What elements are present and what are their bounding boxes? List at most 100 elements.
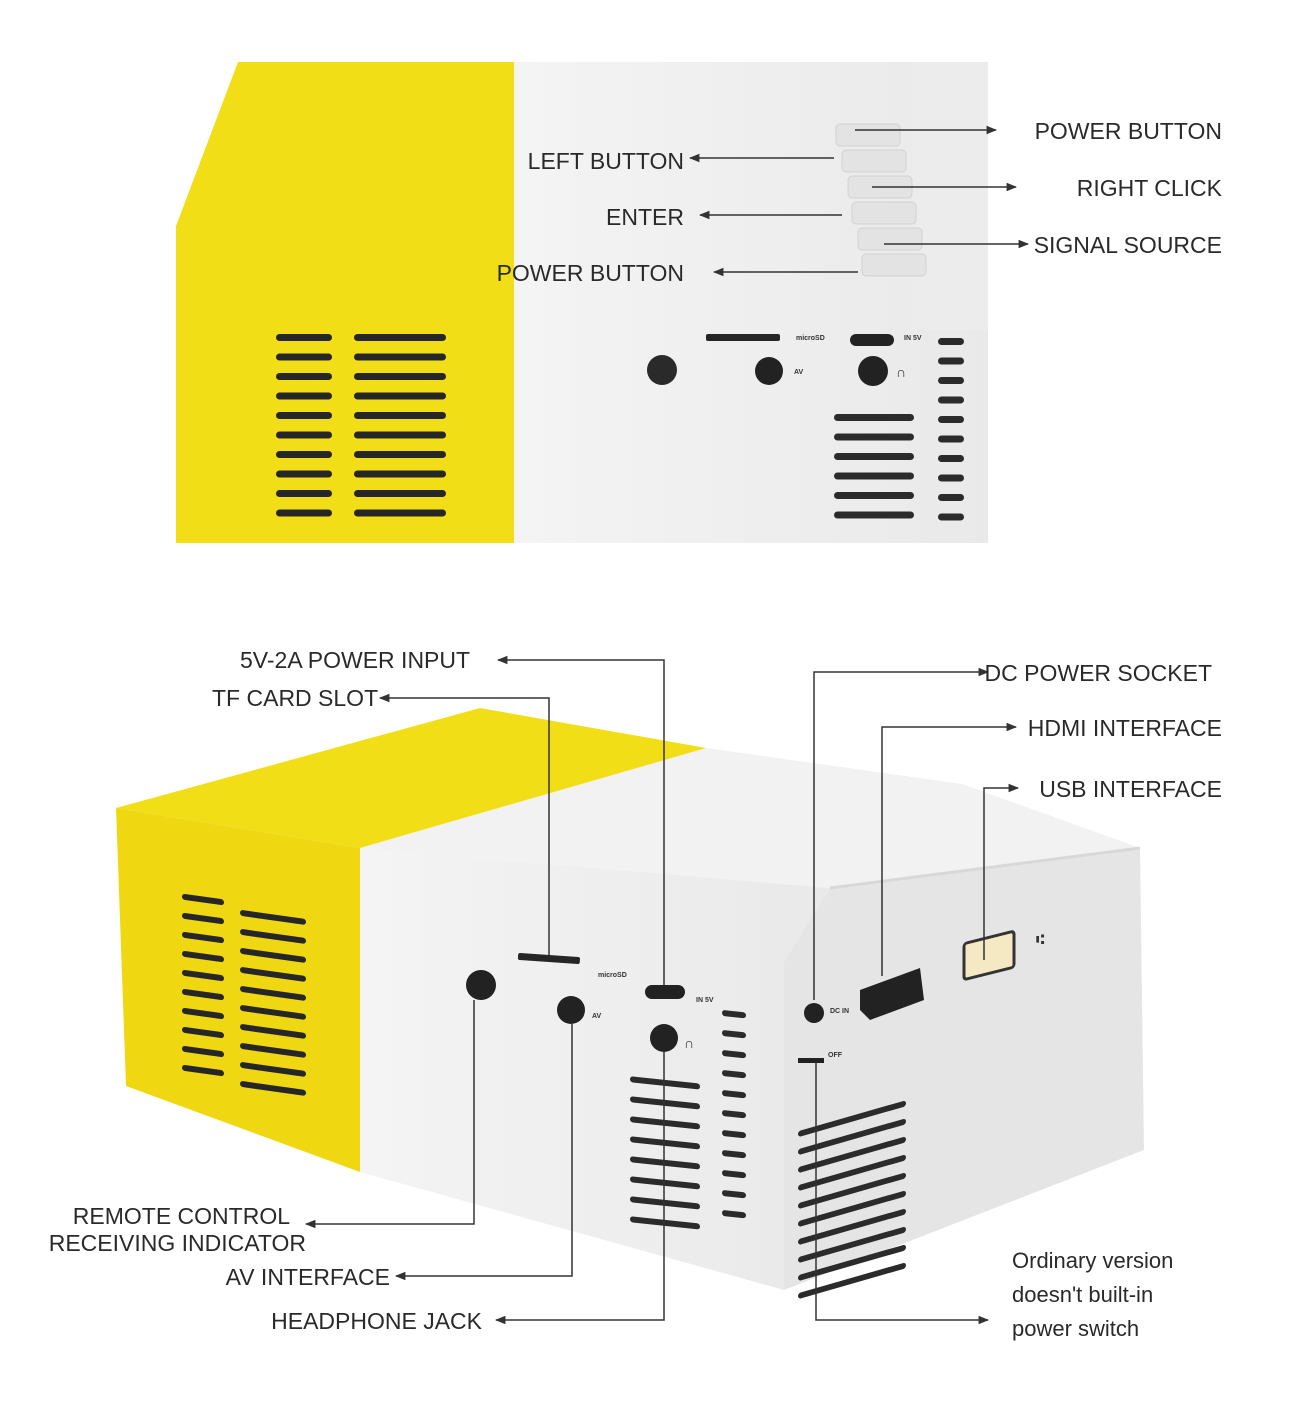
- label-av-interface: AV INTERFACE: [226, 1264, 390, 1290]
- vent-slot: [240, 910, 306, 925]
- label-headphone-jack: HEADPHONE JACK: [271, 1308, 483, 1334]
- vent-slot: [722, 1070, 746, 1079]
- vent-slot: [938, 455, 964, 462]
- label-signal-source: SIGNAL SOURCE: [1034, 232, 1222, 258]
- vent-slot: [722, 1090, 746, 1099]
- vent-slot: [354, 509, 446, 517]
- vent-slot: [834, 433, 914, 441]
- vent-slot: [938, 494, 964, 501]
- av-mark: AV: [592, 1013, 602, 1020]
- vent-slot: [276, 353, 332, 361]
- top-white-vents: [834, 338, 964, 521]
- microsd-slot: [517, 952, 580, 965]
- vent-slot: [276, 490, 332, 497]
- note-line1: Ordinary version: [1012, 1248, 1173, 1273]
- hdmi-port: [860, 968, 924, 1020]
- dc-in-mark: DC IN: [830, 1008, 849, 1015]
- vent-slot: [798, 1208, 906, 1245]
- vent-slot: [276, 470, 332, 478]
- bottom-top-surface-yellow: [116, 708, 706, 848]
- note-line2: doesn't built-in: [1012, 1282, 1153, 1307]
- vent-slot: [834, 472, 914, 480]
- vent-slot: [722, 1130, 746, 1139]
- vent-slot: [276, 373, 332, 380]
- vent-slot: [834, 511, 914, 519]
- in5v-mark: IN 5V: [696, 997, 714, 1004]
- vent-slot: [834, 492, 914, 499]
- vent-slot: [798, 1118, 906, 1155]
- vent-slot: [722, 1050, 746, 1059]
- vent-slot: [798, 1100, 906, 1137]
- vent-slot: [354, 392, 446, 400]
- label-remote-line1: REMOTE CONTROL: [73, 1203, 290, 1229]
- microsd-mark: microSD: [598, 972, 627, 979]
- top-projector-view: microSD AV IN 5V ∩: [176, 62, 988, 543]
- vent-slot: [354, 353, 446, 361]
- av-port: [557, 996, 585, 1024]
- vent-slot: [630, 1216, 700, 1230]
- bottom-front-vents: [630, 1010, 746, 1230]
- vent-slot: [182, 893, 224, 906]
- vent-slot: [798, 1190, 906, 1227]
- top-in5v-mark: IN 5V: [904, 335, 922, 342]
- vent-slot: [630, 1096, 700, 1110]
- vent-slot: [798, 1244, 906, 1281]
- vent-slot: [240, 1005, 306, 1020]
- label-right-click: RIGHT CLICK: [1077, 175, 1223, 201]
- top-leader-lines: [688, 125, 1030, 277]
- vent-slot: [354, 470, 446, 478]
- vent-slot: [938, 396, 964, 404]
- bottom-yellow-vents: [182, 893, 306, 1096]
- vent-slot: [182, 1064, 224, 1077]
- vent-slot: [630, 1196, 700, 1210]
- bottom-side-vents: [798, 1100, 906, 1299]
- vent-slot: [834, 414, 914, 421]
- vent-slot: [354, 490, 446, 497]
- headphone-icon: ∩: [896, 364, 906, 380]
- vent-slot: [938, 357, 964, 365]
- vent-slot: [240, 967, 306, 982]
- vent-slot: [722, 1010, 746, 1019]
- vent-slot: [630, 1156, 700, 1170]
- vent-slot: [354, 431, 446, 439]
- usb-icon: ⑆: [1036, 931, 1045, 947]
- headphone-port: [650, 1024, 678, 1052]
- vent-slot: [798, 1226, 906, 1263]
- vent-slot: [630, 1136, 700, 1150]
- vent-slot: [938, 474, 964, 482]
- power-switch: [798, 1058, 824, 1063]
- bottom-yellow-side: [116, 808, 360, 1172]
- bottom-white-front: [360, 848, 830, 1290]
- vent-slot: [938, 416, 964, 423]
- usb-port: [962, 930, 1016, 981]
- vent-slot: [938, 338, 964, 345]
- vent-slot: [722, 1110, 746, 1119]
- vent-slot: [722, 1210, 746, 1219]
- headphone-icon: ∩: [684, 1035, 694, 1051]
- top-microsd-slot: [706, 334, 780, 341]
- vent-slot: [240, 1062, 306, 1077]
- vent-slot: [240, 929, 306, 944]
- label-power-button-right: POWER BUTTON: [1035, 118, 1222, 144]
- vent-slot: [182, 1026, 224, 1039]
- vent-slot: [276, 334, 332, 341]
- vent-slot: [276, 451, 332, 458]
- label-left-button: LEFT BUTTON: [528, 148, 684, 174]
- vent-slot: [276, 431, 332, 439]
- vent-slot: [182, 969, 224, 982]
- top-av-port: [755, 357, 783, 385]
- vent-slot: [722, 1190, 746, 1199]
- vent-slot: [938, 435, 964, 443]
- remote-receiver-port: [466, 970, 496, 1000]
- vent-slot: [182, 1045, 224, 1058]
- vent-slot: [798, 1262, 906, 1299]
- vent-slot: [722, 1170, 746, 1179]
- vent-slot: [276, 392, 332, 400]
- vent-slot: [276, 509, 332, 517]
- dc-in-port: [804, 1003, 824, 1023]
- vent-slot: [630, 1176, 700, 1190]
- vent-slot: [276, 412, 332, 419]
- vent-slot: [354, 373, 446, 380]
- vent-slot: [354, 451, 446, 458]
